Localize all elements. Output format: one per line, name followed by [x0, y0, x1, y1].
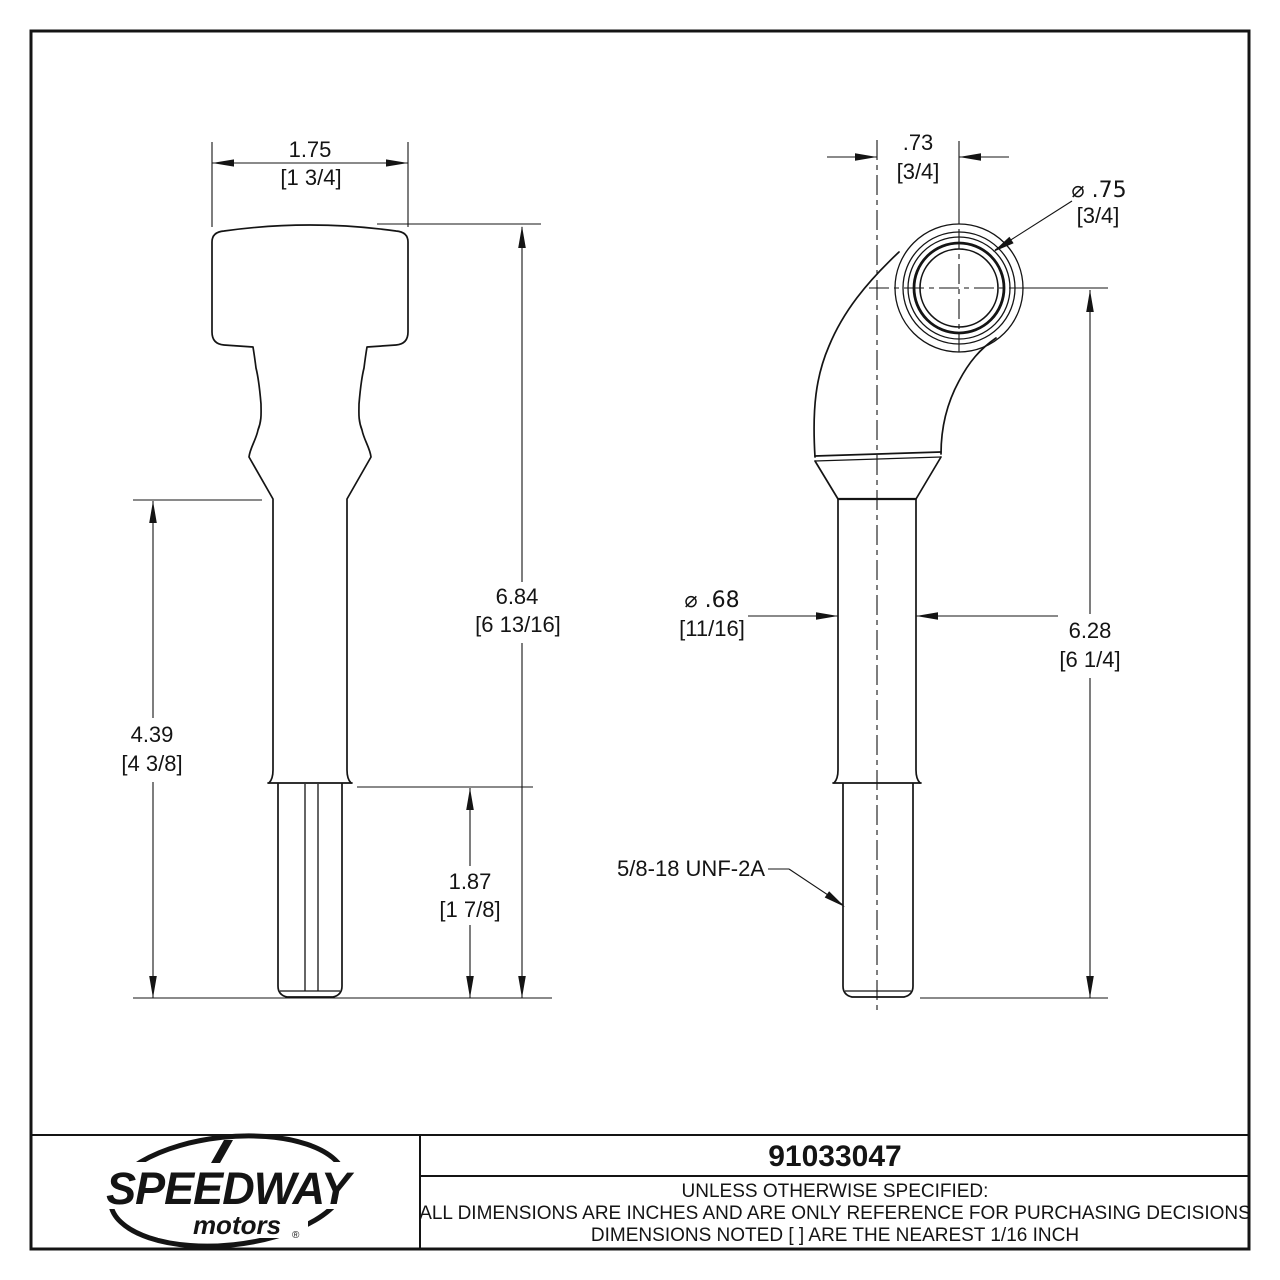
arrowhead	[816, 612, 838, 620]
speedway-motors-logo: SPEEDWAY motors ®	[100, 1133, 360, 1249]
thread-spec-callout: 5/8-18 UNF-2A	[617, 856, 845, 907]
dim-cap-width-decimal: 1.75	[289, 137, 332, 162]
thread-spec-label: 5/8-18 UNF-2A	[617, 856, 765, 881]
title-block: SPEEDWAY motors ® 91033047 UNLESS OTHERW…	[31, 1133, 1251, 1249]
dim-upper-length-decimal: 4.39	[131, 722, 174, 747]
dim-overall-height-fraction: [6 13/16]	[475, 612, 561, 637]
dim-eye-offset-fraction: [3/4]	[897, 159, 940, 184]
side-view	[813, 140, 1028, 1013]
arrowhead	[959, 153, 981, 161]
dim-bore-diameter-decimal: ⌀ .75	[1071, 178, 1126, 203]
note-line-2: ALL DIMENSIONS ARE INCHES AND ARE ONLY R…	[419, 1203, 1251, 1224]
arrowhead	[1086, 290, 1094, 312]
note-line-1: UNLESS OTHERWISE SPECIFIED:	[682, 1181, 989, 1202]
arrowhead	[518, 226, 526, 248]
arrowhead	[993, 236, 1014, 252]
dim-stud-height: 6.28 [6 1/4]	[1028, 287, 1121, 998]
collar-top-line	[814, 451, 942, 457]
dim-stud-height-fraction: [6 1/4]	[1059, 647, 1120, 672]
logo-text-mask	[100, 1162, 360, 1209]
arrowhead	[466, 788, 474, 810]
dim-bore-diameter-fraction: [3/4]	[1077, 203, 1120, 228]
dim-upper-length: 4.39 [4 3/8]	[121, 499, 262, 998]
dim-eye-offset: .73 [3/4]	[827, 130, 1009, 224]
front-thread-outline	[277, 783, 343, 998]
logo-word-text: motors	[193, 1210, 281, 1240]
front-view	[211, 224, 409, 998]
dim-overall-height: 6.84 [6 13/16]	[377, 223, 561, 998]
arrowhead	[466, 976, 474, 998]
arrowhead	[518, 976, 526, 998]
page-border	[29, 29, 1251, 1251]
arrowhead	[1086, 976, 1094, 998]
side-shaft-right-edge	[915, 498, 921, 784]
arrowhead	[149, 976, 157, 998]
arrowhead	[212, 159, 234, 167]
arrowhead	[916, 612, 938, 620]
cone-right-edge	[915, 456, 942, 500]
gooseneck-right-curve	[940, 337, 997, 455]
dim-eye-offset-decimal: .73	[903, 130, 934, 155]
logo-flag-tick	[211, 1140, 233, 1163]
logo-registered-mark: ®	[292, 1230, 300, 1241]
cone-left-edge	[814, 460, 839, 500]
arrowhead	[386, 159, 408, 167]
side-thread-outline	[842, 783, 914, 998]
dim-overall-height-decimal: 6.84	[496, 584, 539, 609]
dim-bore-diameter: ⌀ .75 [3/4]	[993, 178, 1127, 252]
dim-thread-length-fraction: [1 7/8]	[439, 897, 500, 922]
arrowhead	[824, 891, 845, 907]
front-body-outline	[211, 224, 409, 784]
dim-stud-height-decimal: 6.28	[1069, 618, 1112, 643]
dim-cap-width: 1.75 [1 3/4]	[211, 137, 409, 227]
logo-brand-text: SPEEDWAY	[106, 1163, 355, 1214]
gooseneck-left-curve	[813, 251, 900, 458]
arrowhead	[855, 153, 877, 161]
dim-cap-width-fraction: [1 3/4]	[280, 165, 341, 190]
side-shaft-left-edge	[833, 498, 839, 784]
dim-shaft-diameter: ⌀ .68 [11/16]	[679, 588, 1058, 641]
dim-thread-length-decimal: 1.87	[449, 869, 492, 894]
collar-bottom-line	[814, 456, 942, 462]
note-line-3: DIMENSIONS NOTED [ ] ARE THE NEAREST 1/1…	[591, 1225, 1079, 1246]
dim-shaft-diameter-fraction: [11/16]	[679, 616, 745, 641]
dim-thread-length: 1.87 [1 7/8]	[357, 786, 533, 998]
dim-upper-length-fraction: [4 3/8]	[121, 751, 182, 776]
arrowhead	[149, 501, 157, 523]
logo-text-mask	[158, 1209, 308, 1238]
part-number: 91033047	[768, 1140, 901, 1173]
dim-shaft-diameter-decimal: ⌀ .68	[684, 588, 739, 613]
